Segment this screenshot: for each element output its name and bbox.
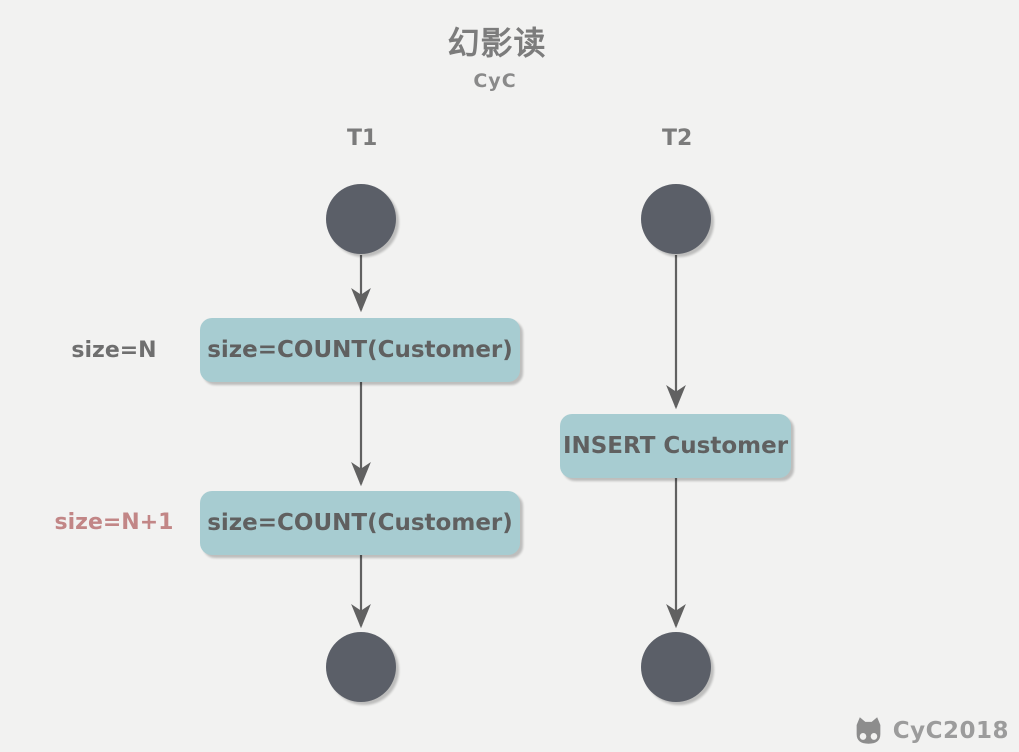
t1-count-box-2: size=COUNT(Customer)	[200, 491, 520, 555]
t2-start-node	[641, 184, 711, 254]
lane-label-t2: T2	[662, 126, 693, 151]
t2-insert-box: INSERT Customer	[560, 414, 791, 478]
size-n-label: size=N	[71, 338, 157, 363]
page-title: 幻影读	[447, 24, 547, 62]
t1-start-node	[326, 184, 396, 254]
page-subtitle: CyC	[473, 70, 517, 92]
cat-logo-icon	[850, 715, 887, 746]
watermark-text: CyC2018	[892, 717, 1009, 744]
t1-count-box-1: size=COUNT(Customer)	[200, 318, 520, 382]
t2-end-node	[641, 632, 711, 702]
watermark: CyC2018	[850, 715, 1009, 746]
t1-end-node	[326, 632, 396, 702]
lane-label-t1: T1	[347, 126, 378, 151]
size-n-plus-1-label: size=N+1	[54, 510, 174, 535]
